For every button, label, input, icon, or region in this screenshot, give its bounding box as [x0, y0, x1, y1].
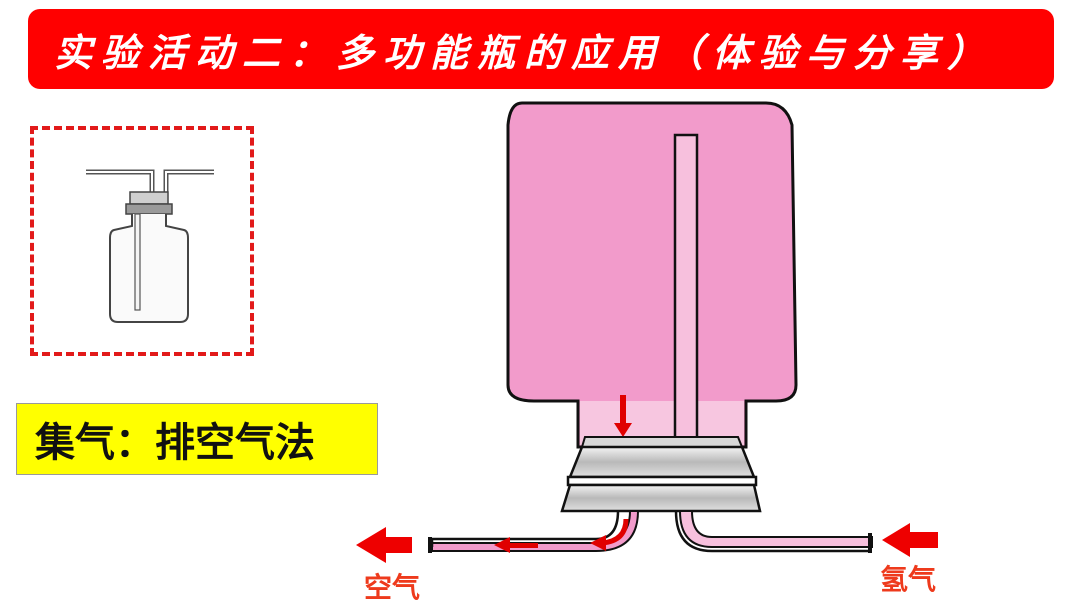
outlet-gas-label: 空气	[364, 571, 421, 604]
hydrogen-inlet-arrow-icon	[882, 523, 938, 557]
inlet-gas-label: 氢气	[880, 563, 937, 596]
outlet-arrow-icon	[356, 527, 412, 563]
collection-method-label: 集气：排空气法	[35, 420, 315, 466]
collection-method-box: 集气：排空气法	[16, 403, 378, 475]
title-banner: 实验活动二：多功能瓶的应用（体验与分享）	[28, 9, 1054, 89]
long-inner-tube	[673, 133, 699, 455]
arrow-down-icon	[614, 395, 632, 437]
bottle-stopper	[568, 445, 756, 479]
bottle-body	[506, 101, 798, 449]
inverted-bottle-diagram	[356, 101, 873, 563]
arrow-left-icon	[494, 537, 538, 553]
arrow-curved-icon	[590, 518, 629, 551]
bottle-stopper-top	[580, 436, 744, 448]
apparatus-thumbnail-frame	[30, 126, 254, 356]
inlet-tube	[678, 510, 873, 548]
gas-washing-bottle-icon	[86, 169, 214, 323]
banner-title: 实验活动二：多功能瓶的应用（体验与分享）	[54, 29, 995, 75]
